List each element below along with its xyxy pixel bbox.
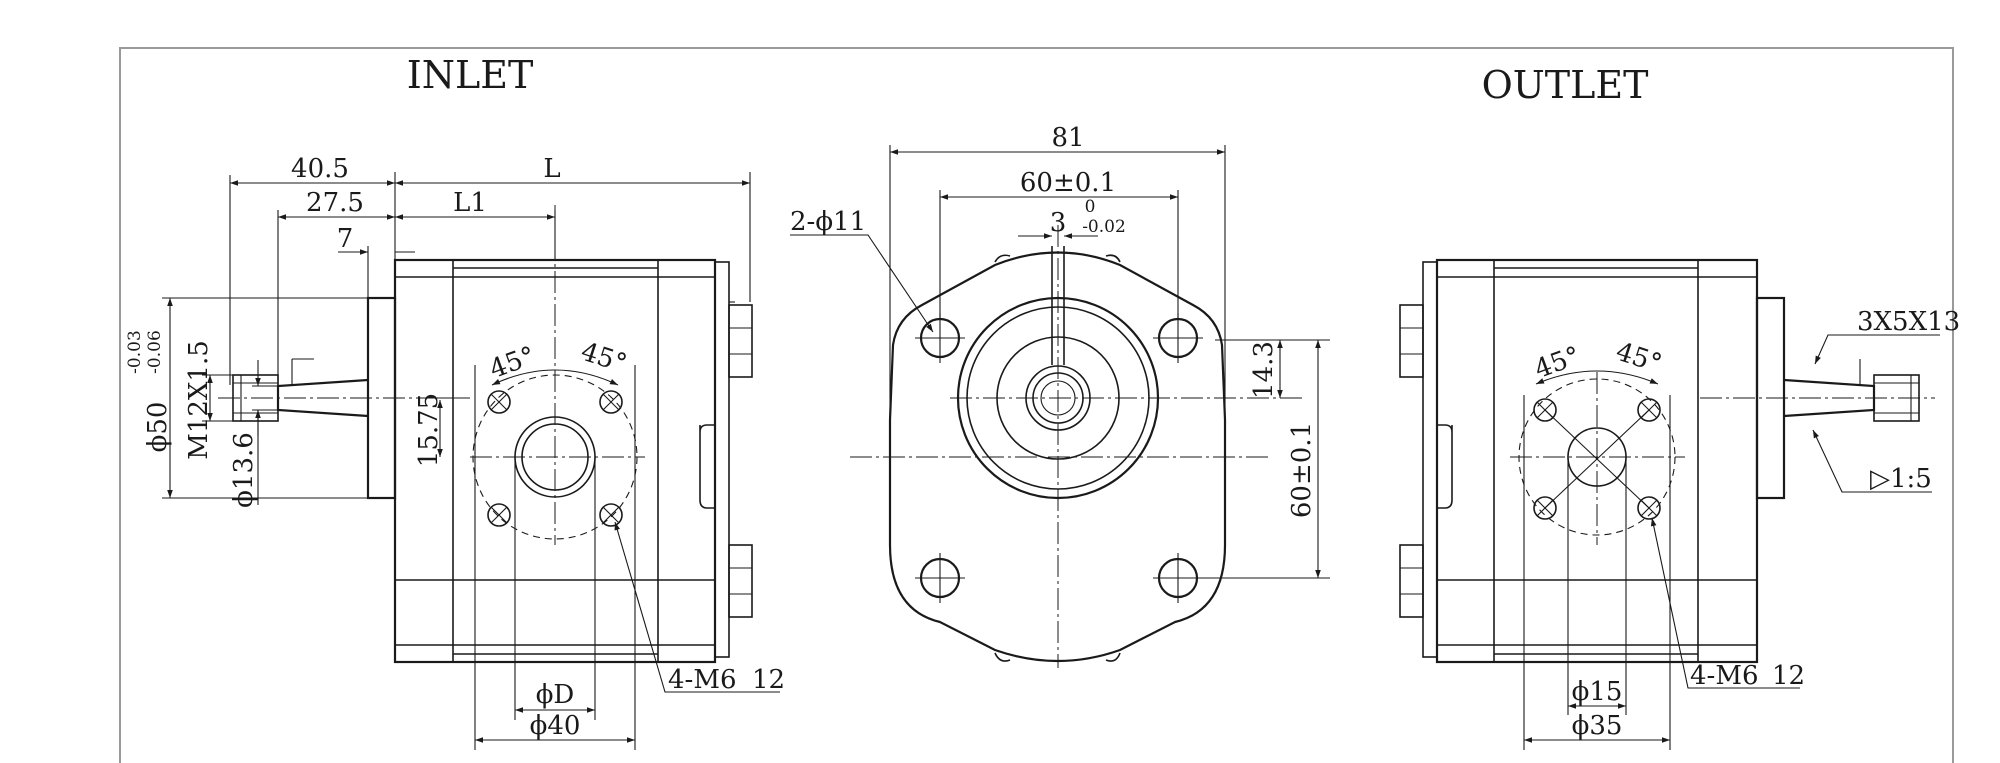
outlet-taper-note: ▷1:5 <box>1870 464 1932 494</box>
outlet-side-view: 45° 45° 3X5X13 ▷1:5 4-M6 12 ϕ15 ϕ35 <box>1399 258 1960 750</box>
dim-phi15: ϕ15 <box>1572 677 1623 707</box>
inlet-m6-holes <box>487 390 623 527</box>
dim-phi13-6: ϕ13.6 <box>229 432 259 508</box>
inlet-side-view: 45° 45° 40.5 L 27.5 L1 7 ϕ50 -0.03 -0.06 <box>125 154 785 750</box>
inlet-hole-depth: 12 <box>752 665 785 695</box>
outlet-bolt-bottom <box>1399 544 1424 618</box>
dim-phi50-tol-upper: -0.03 <box>125 330 145 374</box>
front-view: 81 60±0.1 3 0 -0.02 2-ϕ11 14.3 60±0.1 <box>790 123 1330 668</box>
outlet-angle-a: 45° <box>1531 341 1585 385</box>
bolt-head-bottom <box>728 544 753 618</box>
outlet-body <box>1435 258 1759 664</box>
dim-81: 81 <box>1051 123 1084 153</box>
outlet-title: OUTLET <box>1482 63 1649 107</box>
outlet-hole-depth: 12 <box>1772 661 1805 691</box>
dim-60-h: 60±0.1 <box>1020 168 1116 198</box>
dim-phi50: ϕ50 <box>143 402 173 453</box>
front-mounting-holes <box>915 313 1203 603</box>
bolt-head-top <box>728 304 753 378</box>
inlet-hole-note: 4-M6 <box>668 665 737 695</box>
dim-phi50-tol-lower: -0.06 <box>145 330 165 374</box>
dim-60-v: 60±0.1 <box>1287 422 1317 518</box>
dim-phi40: ϕ40 <box>530 711 581 741</box>
dim-L: L <box>543 154 560 184</box>
front-holes-note: 2-ϕ11 <box>790 207 866 237</box>
drawing-frame <box>119 47 1954 763</box>
dim-3-tol-upper: 0 <box>1085 197 1096 217</box>
dim-15-75: 15.75 <box>414 393 444 467</box>
dim-thread: M12X1.5 <box>184 340 214 460</box>
outlet-bolt-top <box>1399 304 1424 378</box>
inlet-title: INLET <box>407 53 534 97</box>
dim-phi35: ϕ35 <box>1572 711 1623 741</box>
dim-3-tol-lower: -0.02 <box>1082 217 1126 237</box>
dim-7: 7 <box>337 224 354 254</box>
dim-14-3: 14.3 <box>1249 341 1279 399</box>
dim-L1: L1 <box>453 188 487 218</box>
dim-40-5: 40.5 <box>291 154 349 184</box>
front-outline <box>888 251 1227 663</box>
dim-3: 3 <box>1050 208 1067 238</box>
outlet-key-note: 3X5X13 <box>1857 307 1960 337</box>
dim-phiD: ϕD <box>536 680 575 710</box>
outlet-hole-note: 4-M6 <box>1690 661 1759 691</box>
dim-27-5: 27.5 <box>306 188 364 218</box>
